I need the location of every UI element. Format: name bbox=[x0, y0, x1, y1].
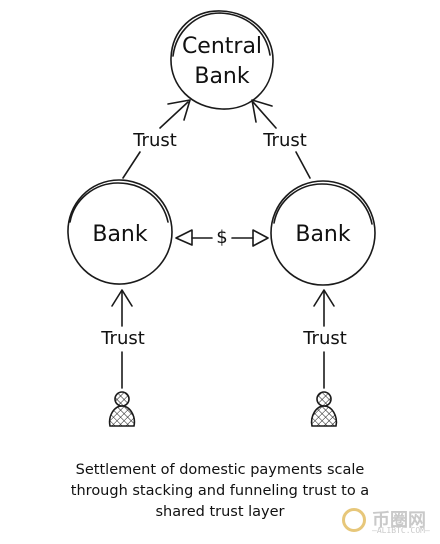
caption-line-1: Settlement of domestic payments scale bbox=[75, 462, 365, 478]
arrow-line-right-upper-2 bbox=[252, 101, 277, 129]
watermark: 币圈网 —ALIBTC.COM— bbox=[338, 504, 434, 538]
arrow-head-left-lower-icon bbox=[111, 289, 133, 307]
bank-left-circle-overstroke bbox=[69, 182, 169, 223]
person-right-icon bbox=[310, 391, 338, 427]
trust-label-left-lower: Trust bbox=[100, 328, 145, 349]
arrow-head-right-upper-icon bbox=[251, 99, 273, 123]
arrow-line-right-upper bbox=[295, 151, 311, 179]
central-bank-label-line1: Central bbox=[182, 34, 262, 59]
watermark-logo-icon bbox=[342, 508, 366, 532]
diagram-caption: Settlement of domestic payments scale th… bbox=[10, 460, 430, 523]
caption-line-3: shared trust layer bbox=[155, 504, 285, 520]
caption-line-2: through stacking and funneling trust to … bbox=[70, 483, 370, 499]
central-bank-node: Central Bank bbox=[170, 10, 274, 110]
person-left-icon bbox=[108, 391, 136, 427]
trust-label-left-upper: Trust bbox=[132, 130, 177, 151]
bank-right-node: Bank bbox=[270, 180, 376, 286]
trust-edge-left-upper: Trust bbox=[122, 99, 191, 179]
arrow-line-left-upper bbox=[122, 151, 141, 179]
arrow-head-right-lower-icon bbox=[313, 289, 335, 307]
watermark-subtext: —ALIBTC.COM— bbox=[372, 526, 430, 535]
bank-right-circle-overstroke bbox=[273, 183, 373, 225]
arrow-head-left-upper-icon bbox=[167, 99, 191, 121]
bank-left-circle bbox=[67, 179, 173, 285]
trust-edge-right-lower: Trust bbox=[302, 289, 347, 389]
trust-label-right-lower: Trust bbox=[302, 328, 347, 349]
central-bank-circle bbox=[170, 10, 274, 110]
trust-edge-right-upper: Trust bbox=[251, 99, 311, 179]
bank-right-circle bbox=[270, 180, 376, 286]
interbank-arrow-head-left-icon bbox=[175, 229, 193, 246]
trust-label-right-upper: Trust bbox=[262, 130, 307, 151]
central-bank-label-line2: Bank bbox=[194, 64, 250, 89]
interbank-edge: $ bbox=[175, 227, 269, 248]
central-bank-circle-overstroke bbox=[172, 12, 271, 57]
arrow-line-left-upper-2 bbox=[159, 101, 189, 129]
interbank-arrow-head-right-icon bbox=[252, 229, 269, 247]
bank-right-label: Bank bbox=[295, 222, 351, 247]
trust-diagram: Central Bank Bank Bank Trust Trust $ bbox=[67, 10, 376, 427]
trust-edge-left-lower: Trust bbox=[100, 289, 145, 389]
bank-left-label: Bank bbox=[92, 222, 148, 247]
interbank-dollar-label: $ bbox=[216, 227, 227, 248]
bank-left-node: Bank bbox=[67, 179, 173, 285]
watermark-text: 币圈网 bbox=[372, 510, 426, 531]
